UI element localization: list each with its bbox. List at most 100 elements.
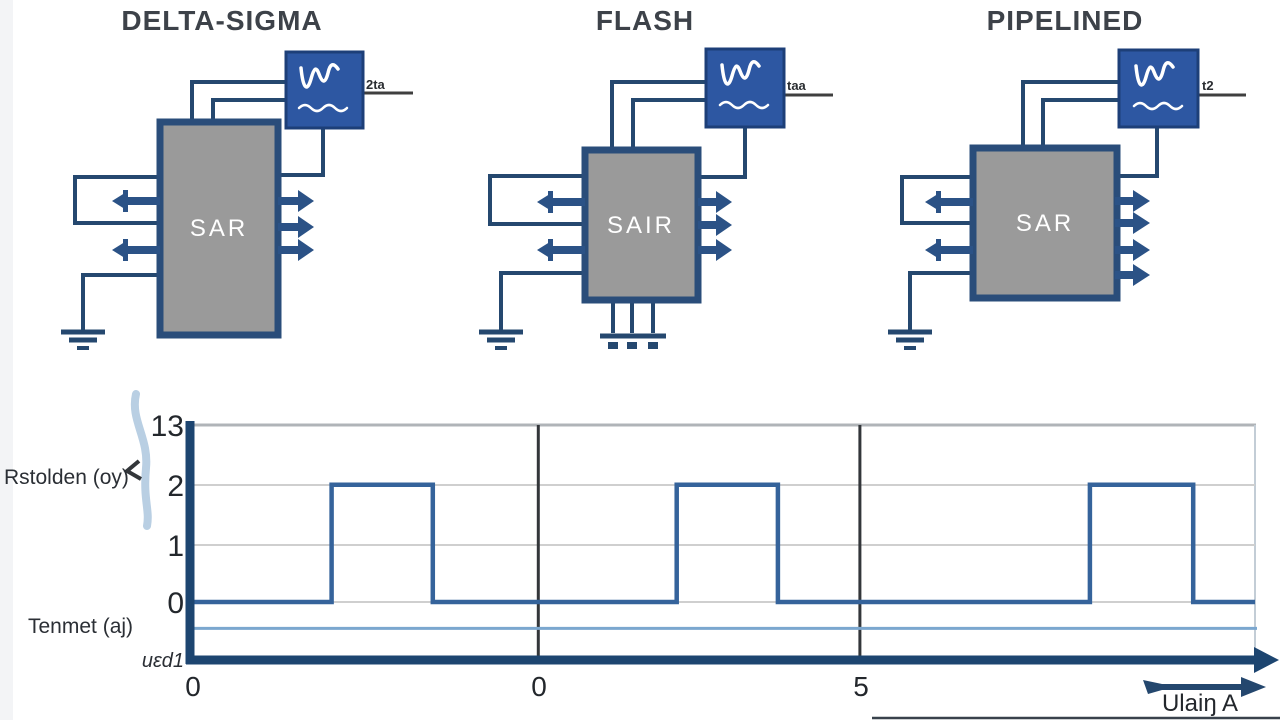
left-arrow-icon — [925, 240, 973, 260]
wire — [696, 126, 747, 179]
ground-wire — [499, 271, 587, 330]
arrow-crossbar — [123, 239, 128, 261]
x-tick-mid: 0 — [531, 671, 547, 702]
right-arrow-icon — [698, 239, 732, 261]
output-arrows-icon — [698, 191, 732, 261]
timing-chart: Rstolden (oy) Tenmet (aj) 13 2 1 0 uεd1 … — [4, 390, 1280, 720]
wire — [631, 98, 707, 152]
dac-box — [704, 47, 786, 129]
panel-title: FLASH — [596, 5, 694, 36]
left-arrow-icon — [925, 192, 973, 212]
y-tick-3: 13 — [151, 410, 184, 443]
wires — [900, 80, 1159, 330]
wire — [1041, 98, 1120, 150]
left-arrow-icon — [112, 240, 160, 260]
right-arrow-icon — [278, 216, 314, 238]
y-tick-0: 0 — [167, 587, 184, 620]
arrow-crossbar — [936, 191, 941, 213]
wire — [276, 126, 325, 177]
y-tick-1: 1 — [167, 530, 184, 563]
feedback-wire — [488, 174, 587, 226]
waveform-line — [190, 482, 1255, 605]
panel-pipelined: PIPELINED t2 SAR — [888, 5, 1246, 350]
waveform-icon-underline — [1132, 101, 1184, 111]
feedback-wire — [73, 175, 162, 225]
right-arrow-icon — [698, 191, 732, 213]
y-bottom-label: uεd1 — [142, 650, 184, 672]
ground-wire — [81, 273, 162, 330]
right-arrow-icon — [1115, 239, 1150, 261]
pin-feet-icons — [600, 333, 666, 349]
feedback-wire — [900, 175, 975, 225]
right-arrow-icon — [278, 190, 314, 212]
wire — [610, 80, 707, 152]
page-edge-strip — [0, 0, 13, 720]
wire — [1021, 80, 1120, 150]
left-arrow-icon — [537, 240, 585, 260]
waveform-icon-squiggle — [720, 60, 761, 86]
left-arrow-icon — [537, 192, 585, 212]
arrow-crossbar — [548, 239, 553, 261]
arrow-crossbar — [123, 190, 128, 212]
ground-icon — [61, 329, 105, 350]
right-arrow-icon — [1115, 264, 1150, 286]
waveform-icon — [718, 60, 770, 110]
input-arrows-icon — [537, 191, 585, 261]
chip-label: SAIR — [607, 212, 675, 239]
waveform-icon — [297, 63, 349, 113]
right-arrow-icon — [1115, 190, 1150, 212]
waveform-icon-underline — [297, 103, 349, 113]
panel-delta-sigma: DELTA-SIGMA 2ta SAR — [61, 5, 413, 350]
dac-box — [1117, 48, 1200, 129]
ground-wire — [908, 271, 975, 330]
dac-output-label: 2ta — [366, 77, 386, 92]
waveform-icon — [1132, 61, 1184, 111]
x-tick-right: 5 — [853, 671, 869, 702]
arrow-crossbar — [936, 239, 941, 261]
y-axis-label-bottom: Tenmet (aj) — [28, 615, 133, 638]
x-axis-arrow-label: Ulaiŋ A — [1162, 690, 1238, 717]
time-arrow-tail — [1143, 680, 1162, 694]
chip-body — [156, 118, 282, 339]
pin-foot — [648, 342, 658, 349]
output-arrows-icon — [1115, 190, 1150, 286]
ground-icon — [888, 329, 932, 350]
chip-body — [969, 144, 1121, 302]
waveform-icon-underline — [718, 100, 770, 110]
arrow-crossbar — [548, 191, 553, 213]
wires — [73, 80, 325, 330]
left-arrow-icon — [112, 191, 160, 211]
panel-title: DELTA-SIGMA — [121, 5, 322, 36]
right-arrow-icon — [278, 239, 314, 261]
input-arrows-icon — [112, 190, 160, 261]
chip-label: SAR — [190, 215, 248, 242]
x-tick-origin: 0 — [185, 671, 201, 702]
y-axis-label-top: Rstolden (oy) — [4, 466, 129, 489]
wire — [1115, 126, 1159, 178]
wire — [190, 80, 287, 124]
pin-foot — [627, 342, 637, 349]
panel-title: PIPELINED — [987, 5, 1144, 36]
x-axis-arrowhead-icon — [1254, 647, 1279, 673]
waveform-icon-squiggle — [299, 63, 340, 89]
right-arrow-icon — [1115, 212, 1150, 234]
time-arrow — [1143, 677, 1266, 697]
dac-output-label: t2 — [1202, 78, 1214, 93]
chip-label: SAR — [1016, 210, 1074, 237]
panel-flash: FLASH taa — [479, 5, 833, 350]
squiggle-decoration — [130, 390, 152, 530]
right-arrow-icon — [698, 214, 732, 236]
chip-body — [581, 146, 702, 304]
output-arrows-icon — [278, 190, 314, 261]
y-tick-2: 2 — [167, 470, 184, 503]
wire — [211, 98, 287, 124]
ground-icon — [479, 329, 523, 350]
dac-output-label: taa — [787, 78, 807, 93]
dac-box — [284, 50, 365, 130]
pin-foot — [608, 342, 618, 349]
chevron-mark-icon — [123, 459, 142, 481]
waveform-icon-squiggle — [1134, 61, 1175, 87]
wires — [488, 80, 747, 333]
